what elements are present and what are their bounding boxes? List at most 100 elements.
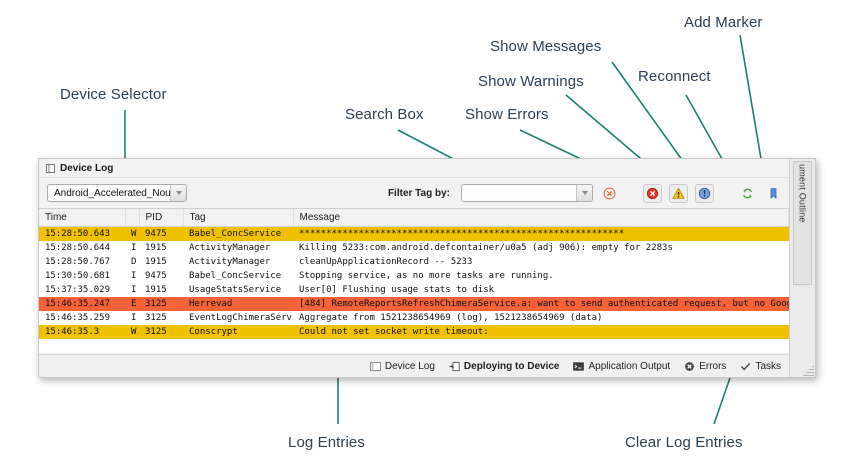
log-table-header-row: Time PID Tag Message [39, 209, 789, 227]
resize-grip[interactable] [803, 365, 814, 376]
cell-level: W [125, 226, 139, 241]
annotation-show-messages: Show Messages [490, 38, 602, 55]
show-messages-button[interactable] [695, 183, 714, 203]
annotation-show-warnings: Show Warnings [478, 73, 584, 90]
deploy-icon [449, 361, 460, 371]
cell-pid: 3125 [139, 324, 183, 339]
cell-time: 15:46:35.247 [39, 296, 125, 311]
cell-time: 15:46:35.259 [39, 310, 125, 325]
annotation-clear-log-entries: Clear Log Entries [625, 434, 743, 451]
status-item-deploying-to-device[interactable]: Deploying to Device [449, 360, 560, 372]
chevron-down-icon[interactable] [170, 185, 186, 201]
console-icon [573, 361, 585, 371]
column-header-message[interactable]: Message [293, 209, 789, 227]
check-icon [741, 362, 751, 370]
error-icon [646, 187, 659, 199]
cell-level: I [125, 268, 139, 283]
status-item-device-log[interactable]: Device Log [370, 361, 435, 372]
cell-pid: 9475 [139, 268, 183, 283]
device-selector-dropdown[interactable]: Android_Accelerated_Nougat [47, 184, 187, 202]
cell-level: I [125, 240, 139, 255]
cell-tag: UsageStatsService [183, 282, 293, 297]
cell-time: 15:28:50.643 [39, 226, 125, 241]
right-dock-strip: ument Outline [789, 159, 815, 377]
annotation-add-marker: Add Marker [684, 14, 763, 31]
status-label-application-output: Application Output [588, 360, 671, 372]
document-outline-tab[interactable]: ument Outline [793, 161, 812, 285]
cell-tag: ActivityManager [183, 254, 293, 269]
status-item-errors[interactable]: Errors [684, 361, 726, 372]
cell-message: Aggregate from 1521238654969 (log), 1521… [293, 310, 789, 325]
show-errors-button[interactable] [643, 183, 662, 203]
status-label-errors: Errors [699, 360, 727, 372]
device-log-toolbar: Android_Accelerated_Nougat Filter Tag by… [39, 178, 815, 208]
table-row[interactable]: 15:46:35.259I3125EventLogChimeraServiceA… [39, 310, 789, 325]
cell-tag: Babel_ConcService [183, 226, 293, 241]
window-icon [46, 163, 55, 173]
cell-level: D [125, 254, 139, 269]
show-warnings-button[interactable] [669, 183, 688, 203]
cell-level: W [125, 324, 139, 339]
search-input[interactable] [461, 184, 593, 202]
status-item-application-output[interactable]: Application Output [573, 361, 670, 372]
cell-message: cleanUpApplicationRecord -- 5233 [293, 254, 789, 269]
cell-pid: 3125 [139, 296, 183, 311]
cell-pid: 1915 [139, 254, 183, 269]
cell-time: 15:28:50.644 [39, 240, 125, 255]
clear-filter-icon[interactable] [600, 184, 619, 203]
reconnect-icon [742, 188, 753, 198]
cell-tag: EventLogChimeraService [183, 310, 293, 325]
cell-pid: 9475 [139, 226, 183, 241]
cell-tag: Herrevad [183, 296, 293, 311]
cell-time: 15:28:50.767 [39, 254, 125, 269]
cell-tag: Babel_ConcService [183, 268, 293, 283]
device-selector-value: Android_Accelerated_Nougat [54, 187, 170, 199]
cell-level: I [125, 310, 139, 325]
info-icon [698, 187, 711, 199]
cell-pid: 3125 [139, 310, 183, 325]
cell-time: 15:37:35.029 [39, 282, 125, 297]
search-input-value [462, 185, 576, 201]
panel-statusbar: Device Log Deploying to Device Applicati… [39, 354, 789, 377]
status-label-tasks: Tasks [755, 360, 781, 372]
column-header-time[interactable]: Time [39, 209, 126, 227]
cell-pid: 1915 [139, 282, 183, 297]
panel-title-group: Device Log [46, 163, 113, 174]
cell-tag: Conscrypt [183, 324, 293, 339]
chevron-down-icon[interactable] [576, 185, 592, 201]
cell-pid: 1915 [139, 240, 183, 255]
warning-icon [672, 187, 685, 199]
status-item-tasks[interactable]: Tasks [740, 361, 781, 372]
status-label-device-log: Device Log [384, 360, 435, 372]
window-icon [370, 361, 381, 371]
reconnect-button[interactable] [738, 184, 757, 203]
panel-titlebar: Device Log × [39, 159, 815, 178]
cell-message: ****************************************… [293, 226, 789, 241]
cell-message: [484] RemoteReportsRefreshChimeraService… [293, 296, 789, 311]
status-label-deploying-to-device: Deploying to Device [463, 360, 560, 372]
cell-tag: ActivityManager [183, 240, 293, 255]
column-header-pid[interactable]: PID [139, 209, 184, 227]
cell-level: I [125, 282, 139, 297]
device-log-panel: Device Log × Android_Accelerated_Nougat … [38, 158, 816, 378]
log-table-header: Time PID Tag Message [39, 209, 789, 227]
add-marker-button[interactable] [764, 184, 783, 203]
column-header-tag[interactable]: Tag [183, 209, 294, 227]
document-outline-label: ument Outline [797, 164, 808, 223]
cell-message: Killing 5233:com.android.defcontainer/u0… [293, 240, 789, 255]
cell-message: Stopping service, as no more tasks are r… [293, 268, 789, 283]
column-header-level[interactable] [125, 209, 140, 227]
bookmark-icon [770, 187, 777, 199]
annotation-show-errors: Show Errors [465, 106, 549, 123]
annotation-log-entries: Log Entries [288, 434, 365, 451]
